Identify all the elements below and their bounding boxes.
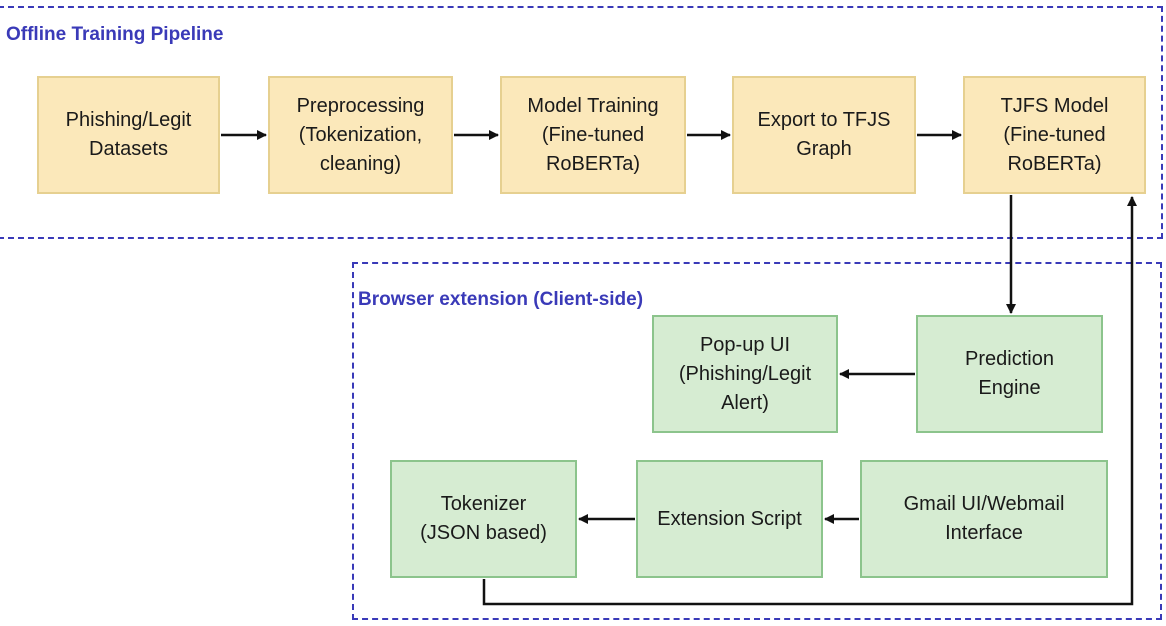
tjfs-model-node: TJFS Model (Fine-tuned RoBERTa) — [963, 76, 1146, 194]
preprocessing-node: Preprocessing (Tokenization, cleaning) — [268, 76, 453, 194]
offline-training-group — [0, 6, 1163, 239]
gmail-ui-node: Gmail UI/Webmail Interface — [860, 460, 1108, 578]
model-training-node: Model Training (Fine-tuned RoBERTa) — [500, 76, 686, 194]
tokenizer-node: Tokenizer (JSON based) — [390, 460, 577, 578]
browser-extension-title: Browser extension (Client-side) — [358, 289, 644, 310]
export-tfjs-node: Export to TFJS Graph — [732, 76, 916, 194]
offline-training-title: Offline Training Pipeline — [6, 24, 224, 45]
popup-ui-node: Pop-up UI (Phishing/Legit Alert) — [652, 315, 838, 433]
datasets-node: Phishing/Legit Datasets — [37, 76, 220, 194]
browser-extension-group — [352, 262, 1162, 620]
arrow-tokenizer-to-tjfs-model — [482, 196, 1137, 606]
extension-script-node: Extension Script — [636, 460, 823, 578]
prediction-engine-node: Prediction Engine — [916, 315, 1103, 433]
